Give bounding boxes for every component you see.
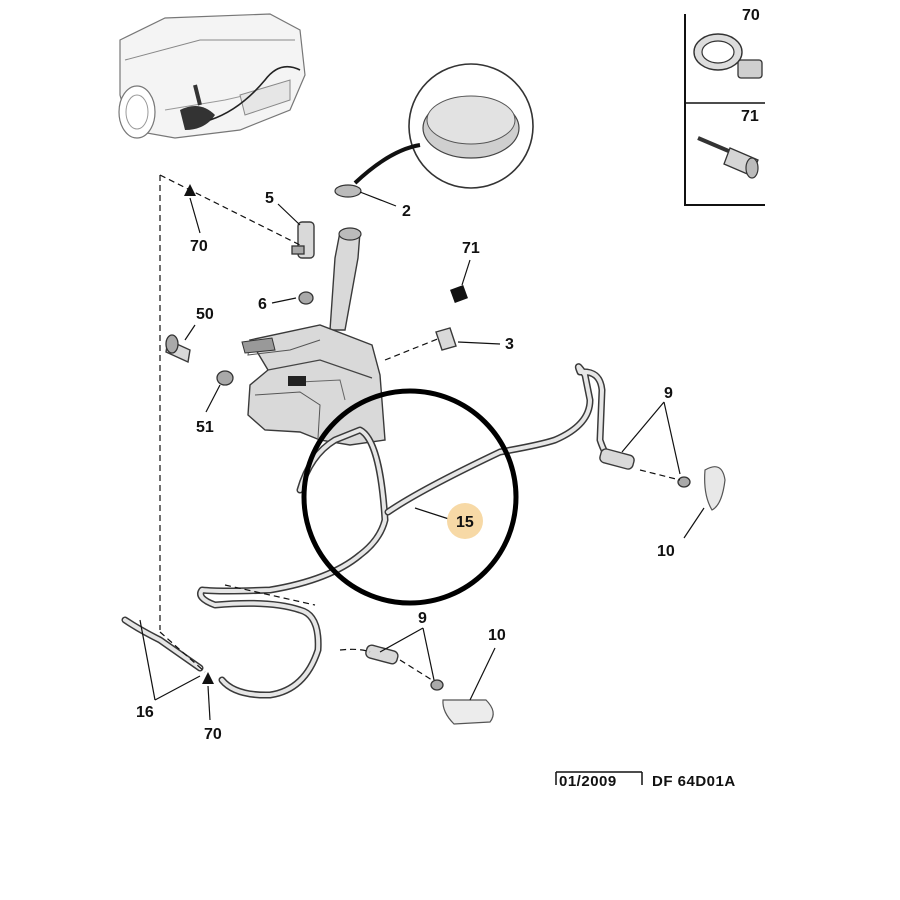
callout-6: 6 [258,296,267,313]
callout-3: 3 [505,336,514,353]
callout-10-right: 10 [657,543,675,560]
rivet-icon [697,136,759,179]
level-sensor [165,334,234,386]
hose-connectors [365,448,691,691]
callout-70-bottom: 70 [204,726,222,743]
dashed-guide-lines [159,174,681,681]
car-front-illustration [118,13,306,139]
callout-16: 16 [136,704,154,721]
connector-and-clip [435,285,468,351]
headlamp-washer-covers [442,466,726,725]
drawing-footer: 01/2009 DF 64D01A [555,771,736,790]
callout-2: 2 [402,203,411,220]
triangle-markers [184,184,214,684]
washer-hoses [121,363,614,699]
callout-51: 51 [196,419,214,436]
inset-callout-70: 70 [742,7,760,24]
callout-5: 5 [265,190,274,207]
date-reference: 01/2009 [559,773,617,790]
highlight-badge [447,503,483,539]
callout-50: 50 [196,306,214,323]
callout-71: 71 [462,240,480,257]
drawing-reference: DF 64D01A [652,773,736,790]
parts-inset-table [684,14,765,206]
callout-9-bottom: 9 [418,610,427,627]
washer-pump [291,221,315,305]
filler-cap-inset [334,63,534,198]
callout-10-bottom: 10 [488,627,506,644]
highlight-circle [301,388,519,606]
leader-lines [139,191,705,721]
washer-reservoir [241,227,386,446]
inset-callout-71: 71 [741,108,759,125]
hose-clamp-icon [693,33,763,79]
callout-70-top: 70 [190,238,208,255]
callout-15: 15 [456,514,474,531]
callout-9-right: 9 [664,385,673,402]
